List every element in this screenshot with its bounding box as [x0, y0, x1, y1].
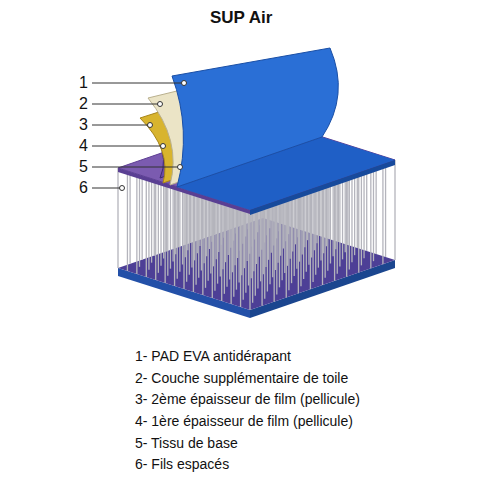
callout-number: 1 [79, 73, 88, 92]
thread [127, 171, 128, 271]
layer-description: 4- 1ère épaisseur de film (pellicule) [135, 413, 353, 430]
thread [243, 200, 244, 300]
thread [312, 182, 313, 282]
leader-dot [120, 186, 125, 191]
thread [167, 176, 168, 276]
leader-line [92, 146, 163, 147]
leader-line [92, 188, 122, 189]
layer-description: 5- Tissu de base [135, 435, 238, 452]
leader-line [92, 167, 180, 168]
layer-description: 3- 2ème épaisseur de film (pellicule) [135, 391, 360, 408]
thread [264, 199, 265, 299]
leader-dot [161, 144, 166, 149]
thread [337, 174, 338, 274]
thread [129, 164, 130, 264]
callout-number: 2 [79, 94, 88, 113]
thread [177, 179, 178, 279]
layer-description: 1- PAD EVA antidérapant [135, 348, 291, 365]
thread [205, 188, 206, 288]
thread [349, 170, 350, 270]
thread [233, 197, 234, 297]
eva-pad-curl [172, 48, 338, 187]
thread [224, 194, 225, 294]
thread [249, 210, 250, 310]
thread [276, 195, 277, 295]
leader-dot [182, 81, 187, 86]
thread [334, 181, 335, 281]
leader-line [92, 125, 150, 126]
leader-dot [158, 102, 163, 107]
thread [155, 180, 156, 280]
leader-dot [148, 123, 153, 128]
thread [146, 177, 147, 277]
thread [322, 185, 323, 285]
thread [261, 206, 262, 306]
thread [117, 168, 118, 268]
thread [230, 204, 231, 304]
leader-line [92, 104, 160, 105]
thread [382, 164, 383, 264]
thread [252, 203, 253, 303]
layer-description: 6- Fils espacés [135, 456, 229, 473]
thread [300, 186, 301, 286]
thread [358, 173, 359, 273]
thread [240, 207, 241, 307]
callout-number: 6 [79, 178, 88, 197]
thread [274, 202, 275, 302]
thread [385, 157, 386, 257]
leader-line [92, 83, 184, 84]
layer-description: 2- Couche supplémentaire de toile [135, 370, 348, 387]
thread [325, 178, 326, 278]
thread [139, 167, 140, 267]
leader-dots [120, 81, 187, 191]
thread [214, 191, 215, 291]
thread [183, 189, 184, 289]
thread [212, 198, 213, 298]
thread [298, 193, 299, 293]
thread [136, 174, 137, 274]
callout-number: 3 [79, 115, 88, 134]
thread [195, 185, 196, 285]
leader-lines [92, 83, 184, 188]
thread [158, 173, 159, 273]
thread [288, 190, 289, 290]
thread [361, 165, 362, 265]
eva-pad-edge [250, 160, 395, 215]
thread [186, 182, 187, 282]
thread [202, 195, 203, 295]
thread [193, 192, 194, 292]
thread [286, 198, 287, 298]
thread [394, 160, 395, 260]
thread [164, 183, 165, 283]
callout-number: 5 [79, 157, 88, 176]
thread [346, 177, 347, 277]
thread [148, 170, 149, 270]
leader-dot [178, 165, 183, 170]
thread [221, 201, 222, 301]
thread [373, 161, 374, 261]
thread [370, 168, 371, 268]
thread [310, 189, 311, 289]
callout-number: 4 [79, 136, 88, 155]
diagram-title: SUP Air [210, 8, 272, 28]
thread [174, 186, 175, 286]
